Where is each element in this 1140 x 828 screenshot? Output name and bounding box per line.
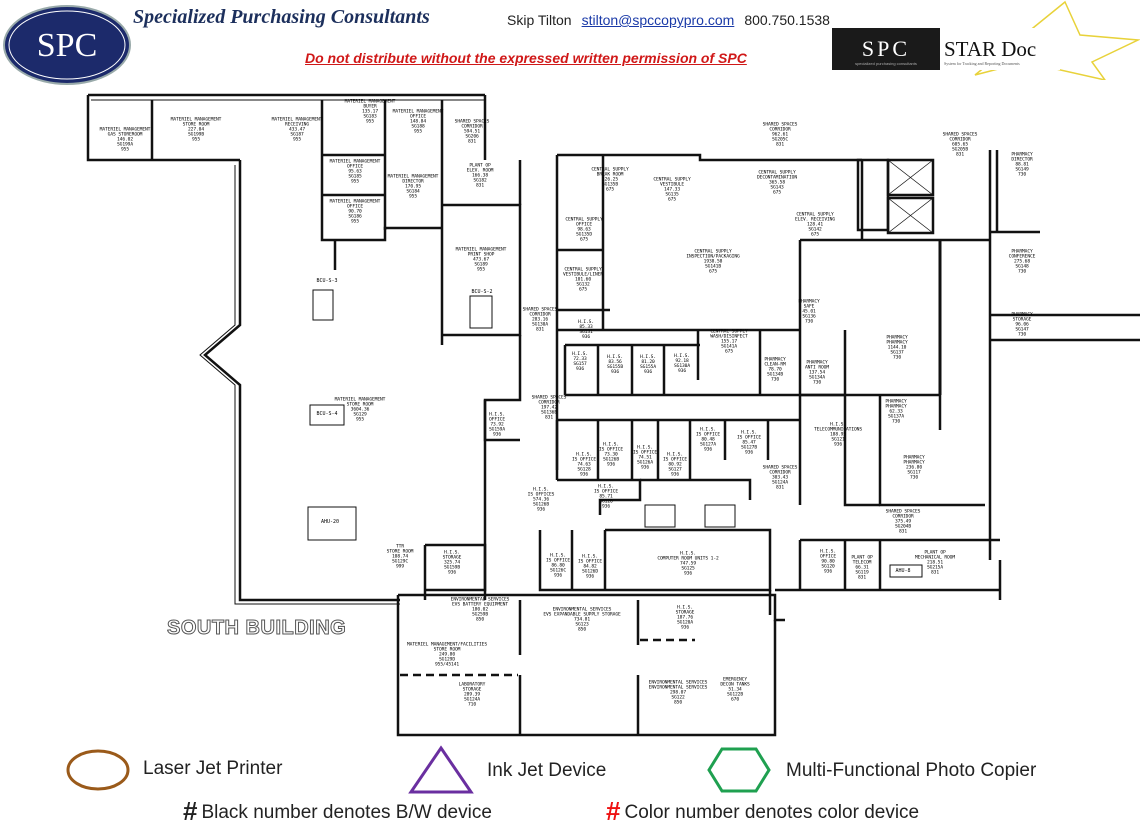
- room-label: PHARMACY ANTI ROOM 137.54 SG134A 730: [805, 360, 829, 386]
- room-label: PHARMACY PHARMACY 62.33 SG137A 730: [885, 399, 907, 425]
- room-label: PHARMACY PHARMACY 1144.10 SG137 730: [886, 335, 908, 361]
- legend-color-note: #Color number denotes color device: [606, 796, 919, 827]
- room-label: SHARED SPACES CORRIDOR 594.51 SG206 831: [454, 119, 490, 145]
- room-label: ENVIRONMENTAL SERVICES ENVIRONMENTAL SER…: [648, 680, 708, 706]
- svg-text:specialized purchasing consult: specialized purchasing consultants: [855, 61, 917, 66]
- building-label: SOUTH BUILDING: [166, 617, 347, 640]
- room-label: H.I.S. OFFICE 90.80 SG120 936: [820, 549, 836, 575]
- room-label: PHARMACY SAFE 45.01 SG136 730: [798, 299, 820, 325]
- room-label: MATERIEL MANAGEMENT STORE ROOM 3604.36 S…: [334, 397, 386, 423]
- svg-text:SPC: SPC: [862, 36, 910, 61]
- room-label: SHARED SPACES CORRIDOR 197.42 SG136B 831: [531, 395, 567, 421]
- room-label: MATERIEL MANAGEMENT GAS STOREROOM 146.02…: [99, 127, 151, 153]
- room-label: CENTRAL SUPPLY OFFICE 98.63 SG135D 675: [565, 217, 603, 243]
- legend-laser-label: Laser Jet Printer: [143, 758, 283, 779]
- svg-text:STAR Doc: STAR Doc: [944, 37, 1036, 61]
- room-label: H.I.S. OFFICE 73.92 SG159A 936: [489, 412, 505, 438]
- room-label: H.I.S. 72.33 SG157 936: [572, 352, 588, 372]
- room-label: H.I.S. IS OFFICE 84.82 SG126D 936: [578, 554, 602, 580]
- room-label: PHARMACY STORAGE 96.06 SG147 730: [1011, 312, 1033, 338]
- equipment-label: BCU-S-2: [471, 289, 493, 295]
- room-label: PHARMACY CONFERENCE 275.68 SG148 730: [1008, 249, 1036, 275]
- equipment-label: AHU-20: [320, 519, 340, 525]
- color-hash-icon: #: [606, 796, 621, 826]
- room-label: H.I.S. COMPUTER ROOM UNITS 1-2 747.59 SG…: [657, 551, 719, 577]
- bw-hash-icon: #: [183, 796, 198, 826]
- laser-printer-circle-icon: [66, 749, 130, 791]
- room-label: CENTRAL SUPPLY VESTIBULE 147.33 SG135 67…: [653, 177, 691, 203]
- room-label: SHARED SPACES CORRIDOR 962.61 SG205C 831: [762, 122, 798, 148]
- contact-info: Skip Tilton stilton@spccopypro.com 800.750…: [507, 12, 830, 28]
- room-label: H.I.S. IS OFFICE 86.80 SG126C 936: [546, 553, 570, 579]
- color-note-text: Color number denotes color device: [624, 802, 920, 823]
- room-label: H.I.S. TELECOMMUNICATIONS 188.95 SG121 9…: [814, 422, 862, 448]
- room-label: H.I.S. IS OFFICE 74.51 SG126A 936: [633, 445, 657, 471]
- room-label: MATERIEL MANAGEMENT PRINT SHOP 473.67 SG…: [455, 247, 507, 273]
- room-label: MATERIEL MANAGEMENT OFFICE 90.70 SG186 9…: [329, 199, 381, 225]
- room-label: MATERIEL MANAGEMENT OFFICE 148.84 SG188 …: [392, 109, 444, 135]
- room-label: MATERIEL MANAGEMENT/FACILITIES STORE ROO…: [407, 642, 487, 668]
- room-label: MATERIEL MANAGEMENT DIRECTOR 170.95 SG18…: [387, 174, 439, 200]
- room-label: MATERIEL MANAGEMENT BUYER 135.17 SG183 9…: [344, 99, 396, 125]
- room-label: CENTRAL SUPPLY DECONTAMINATION 365.58 SG…: [757, 170, 797, 196]
- room-label: H.I.S. IS OFFICE 85.71 SG126 936: [594, 484, 618, 510]
- legend-inkjet-label: Ink Jet Device: [487, 760, 607, 781]
- spc-logo: SPC: [3, 5, 131, 85]
- room-label: H.I.S. IS OFFICES 574.36 SG126B 936: [527, 487, 555, 513]
- room-label: MATERIEL MANAGEMENT STORE ROOM 227.04 SG…: [170, 117, 222, 143]
- room-label: SHARED SPACES CORRIDOR 375.49 SG204B 831: [885, 509, 921, 535]
- room-label: SHARED SPACES CORRIDOR 303.43 SG124A 831: [762, 465, 798, 491]
- room-label: H.I.S. 92.18 SG130A 936: [674, 354, 690, 374]
- room-label: LABORATORY STORAGE 289.39 SG124A 710: [458, 682, 486, 708]
- company-name: Specialized Purchasing Consultants: [133, 6, 430, 28]
- room-label: CENTRAL SUPPLY ELEV. RECEIVING 128.41 SG…: [795, 212, 835, 238]
- contact-email-link[interactable]: stilton@spccopypro.com: [581, 12, 735, 28]
- room-label: MATERIEL MANAGEMENT OFFICE 95.63 SG185 9…: [329, 159, 381, 185]
- room-label: H.I.S. IS OFFICE 80.48 SG127A 936: [696, 427, 720, 453]
- room-label: CENTRAL SUPPLY VESTIBULE/LINEN 101.60 SG…: [563, 267, 603, 293]
- room-label: MATERIEL MANAGEMENT RECEIVING 433.47 SG1…: [271, 117, 323, 143]
- room-label: H.I.S. 81.20 SG155A 936: [640, 355, 656, 375]
- equipment-label: BCU-S-4: [316, 411, 338, 417]
- legend-mfp-label: Multi-Functional Photo Copier: [786, 760, 1037, 781]
- room-label: SHARED SPACES CORRIDOR 605.65 SG205B 831: [942, 132, 978, 158]
- room-label: SHARED SPACES CORRIDOR 283.16 SG130A 831: [522, 307, 558, 333]
- room-label: TTR STORE ROOM 108.74 SG129C 999: [386, 544, 414, 570]
- room-label: PLANT OP MECHANICAL ROOM 218.51 SG215A 8…: [915, 550, 955, 576]
- distribution-warning: Do not distribute without the expressed …: [305, 50, 747, 66]
- svg-text:SPC: SPC: [37, 27, 98, 64]
- contact-name: Skip Tilton: [507, 12, 572, 28]
- room-label: PHARMACY PHARMACY 236.80 SG117 730: [903, 455, 925, 481]
- room-label: CENTRAL SUPPLY BREAK ROOM 126.25 SG135B …: [591, 167, 629, 193]
- svg-text:System for Tracking and Report: System for Tracking and Reporting Docume…: [944, 61, 1020, 66]
- equipment-label: AHU-8: [895, 568, 911, 574]
- inkjet-triangle-icon: [408, 745, 474, 794]
- room-label: PLANT OP TELECOM 66.31 SG119 831: [851, 555, 873, 581]
- room-label: H.I.S. 83.56 SG155B 936: [607, 355, 623, 375]
- mfp-hexagon-icon: [707, 747, 771, 793]
- bw-note-text: Black number denotes B/W device: [201, 802, 492, 823]
- room-label: H.I.S. IS OFFICE 80.92 SG127 936: [663, 452, 687, 478]
- room-label: H.I.S. STORAGE 325.74 SG159B 936: [442, 550, 462, 576]
- room-label: H.I.S. 85.33 SG131 936: [578, 320, 594, 340]
- room-label: H.I.S. IS OFFICE 85.47 SG127B 936: [737, 430, 761, 456]
- room-label: PHARMACY CLEAN-RM 78.70 SG134B 730: [764, 357, 786, 383]
- room-label: CENTRAL SUPPLY WASH/DISINFECT 155.17 SG1…: [710, 329, 748, 355]
- equipment-label: BCU-S-3: [316, 278, 338, 284]
- contact-phone: 800.750.1538: [744, 12, 830, 28]
- legend-bw-note: #Black number denotes B/W device: [183, 796, 492, 827]
- room-label: PLANT OP ELEV. ROOM 166.38 SG182 831: [466, 163, 494, 189]
- room-label: CENTRAL SUPPLY INSPECTION/PACKAGING 1938…: [686, 249, 740, 275]
- room-label: H.I.S. STORAGE 187.76 SG120A 936: [675, 605, 695, 631]
- room-label: ENVIRONMENTAL SERVICES EVS BATTERY EQUIP…: [450, 597, 510, 623]
- star-doc-logo: SPC specialized purchasing consultants S…: [832, 0, 1140, 80]
- room-label: H.I.S. IS OFFICE 73.30 SG126B 936: [599, 442, 623, 468]
- room-label: H.I.S. IS OFFICE 74.63 SG128 936: [572, 452, 596, 478]
- room-label: ENVIRONMENTAL SERVICES EVS EXPANDABLE SU…: [543, 607, 621, 633]
- room-label: EMERGENCY DECON TANKS 51.34 SG122B 670: [720, 677, 750, 703]
- room-label: PHARMACY DIRECTOR 88.81 SG149 730: [1011, 152, 1033, 178]
